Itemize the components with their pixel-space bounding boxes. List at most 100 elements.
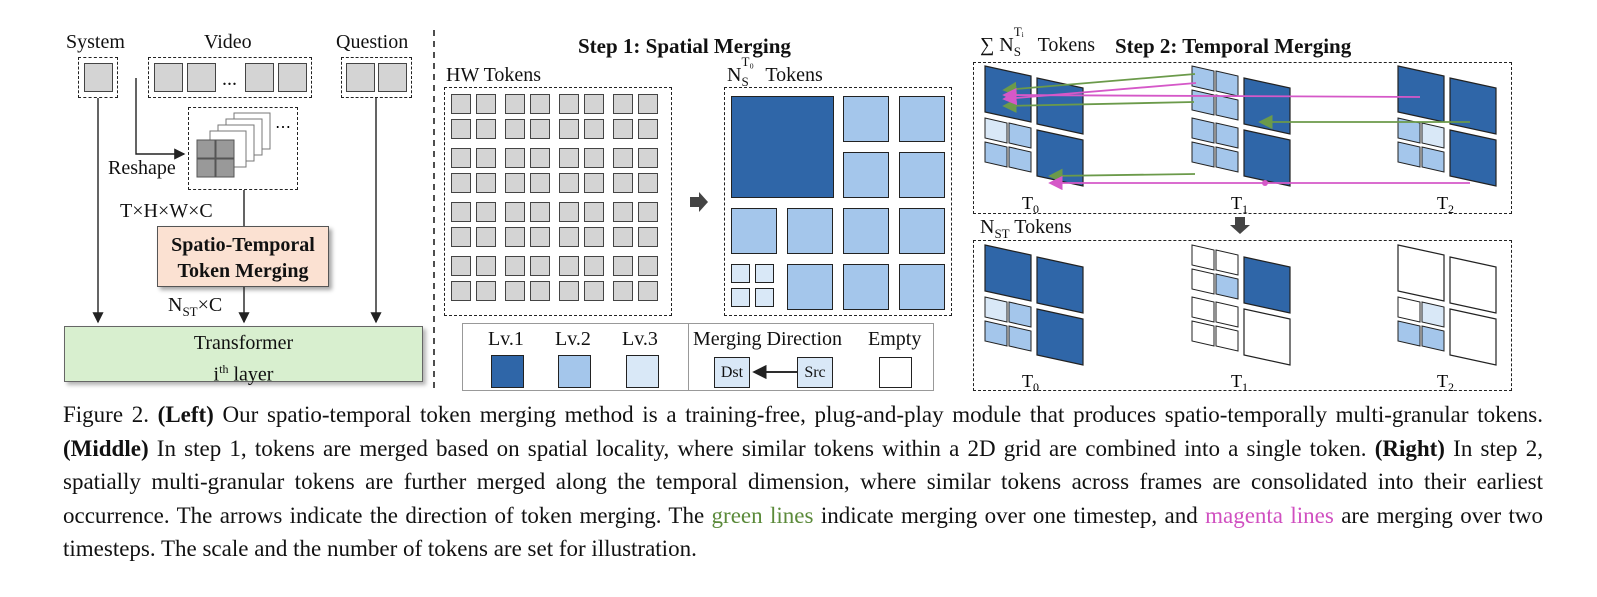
caption-magenta-lines: magenta lines — [1205, 502, 1334, 528]
sub-token — [1008, 122, 1032, 149]
nst-c-label: NST×C — [168, 294, 223, 319]
sub-token — [1397, 141, 1421, 168]
caption-right-tag: (Right) — [1374, 435, 1445, 461]
legend-src-box: Src — [797, 357, 833, 388]
hw-token — [613, 256, 633, 276]
green-arrow — [1002, 98, 1195, 113]
system-label: System — [66, 31, 125, 53]
legend-lv1-swatch — [491, 355, 524, 388]
lv1-token — [1449, 129, 1497, 187]
empty-token — [1397, 244, 1445, 302]
video-reshape-arrow — [135, 78, 186, 160]
sub-token — [1191, 320, 1215, 347]
caption-left-text: Our spatio-temporal token merging method… — [213, 402, 1543, 427]
hw-token — [476, 281, 496, 301]
sub-token — [1191, 117, 1215, 144]
lv1-token — [984, 244, 1032, 302]
hw-token — [584, 227, 604, 247]
system-token — [84, 63, 113, 92]
hw-tokens-label: HW Tokens — [446, 64, 542, 86]
hw-token — [584, 202, 604, 222]
hw-token — [638, 256, 658, 276]
video-token-group — [148, 57, 312, 98]
lv1-token — [1036, 129, 1084, 187]
video-token — [154, 63, 183, 92]
hw-token — [559, 173, 579, 193]
temporal-output-group — [973, 240, 1512, 391]
hw-token — [505, 227, 525, 247]
hw-token — [559, 119, 579, 139]
hw-token — [584, 94, 604, 114]
sub-token — [1191, 296, 1215, 323]
nst-tokens-label: NST Tokens — [980, 216, 1072, 241]
video-label: Video — [204, 31, 252, 53]
hw-token — [613, 173, 633, 193]
video-ellipsis: ... — [222, 68, 237, 90]
transformer-line1: Transformer — [193, 332, 294, 354]
caption-right-text: In step 2, spatially multi-granular toke… — [63, 435, 1543, 528]
hw-token — [638, 173, 658, 193]
hw-token — [505, 173, 525, 193]
lv1-token — [1243, 256, 1291, 314]
caption-end-text: are merging over two timesteps. The scal… — [63, 502, 1544, 562]
video-token — [278, 63, 307, 92]
merge-module-box: Spatio-Temporal Token Merging — [157, 226, 329, 287]
empty-token — [1449, 308, 1497, 366]
lv2-token — [787, 264, 833, 310]
hw-token — [559, 148, 579, 168]
hw-token — [451, 256, 471, 276]
lv3-token — [731, 264, 750, 283]
hw-token — [638, 119, 658, 139]
step1-arrow — [690, 192, 708, 212]
hw-token — [505, 202, 525, 222]
hw-token — [613, 148, 633, 168]
sub-token — [1008, 146, 1032, 173]
hw-token — [476, 227, 496, 247]
lv1-token — [1036, 308, 1084, 366]
lv2-token — [843, 208, 889, 254]
green-arrow — [1048, 168, 1196, 184]
sub-token — [1215, 249, 1239, 276]
time-label-t0: T0 — [1022, 193, 1039, 216]
lv2-token — [843, 96, 889, 142]
hw-token — [584, 173, 604, 193]
hw-token — [476, 202, 496, 222]
time-label-t1: T1 — [1231, 193, 1248, 216]
hw-token — [476, 256, 496, 276]
temporal-input-group — [973, 62, 1512, 214]
transformer-line2: ith layer — [213, 362, 274, 386]
lv2-token — [899, 152, 945, 198]
caption-fig-number: Figure 2. — [63, 402, 158, 427]
legend-divider — [688, 323, 689, 391]
transformer-layer-box: Transformer ith layer — [64, 326, 423, 386]
legend-lv1-label: Lv.1 — [488, 328, 524, 350]
merge-box-line2: Token Merging — [177, 260, 309, 282]
hw-token — [530, 227, 550, 247]
hw-token — [530, 148, 550, 168]
sub-token — [1215, 301, 1239, 328]
legend-empty-swatch — [879, 357, 912, 388]
hw-token — [638, 148, 658, 168]
caption-middle-tag: (Middle) — [63, 435, 149, 461]
sub-token — [1191, 65, 1215, 92]
sub-token — [1215, 122, 1239, 149]
lv1-token — [1243, 77, 1291, 135]
hw-token — [451, 94, 471, 114]
hw-token — [584, 281, 604, 301]
hw-token — [530, 173, 550, 193]
hw-token — [559, 227, 579, 247]
empty-token — [1243, 308, 1291, 366]
reshape-group — [188, 107, 298, 190]
sub-token — [1191, 89, 1215, 116]
lv2-token — [899, 208, 945, 254]
caption-middle-text: In step 1, tokens are merged based on sp… — [148, 435, 1375, 461]
ns-t0-token-grid — [724, 87, 952, 316]
hw-token — [638, 94, 658, 114]
hw-token — [559, 256, 579, 276]
legend-lv3-label: Lv.3 — [622, 328, 658, 350]
magenta-dot — [1262, 180, 1268, 186]
video-token — [187, 63, 216, 92]
